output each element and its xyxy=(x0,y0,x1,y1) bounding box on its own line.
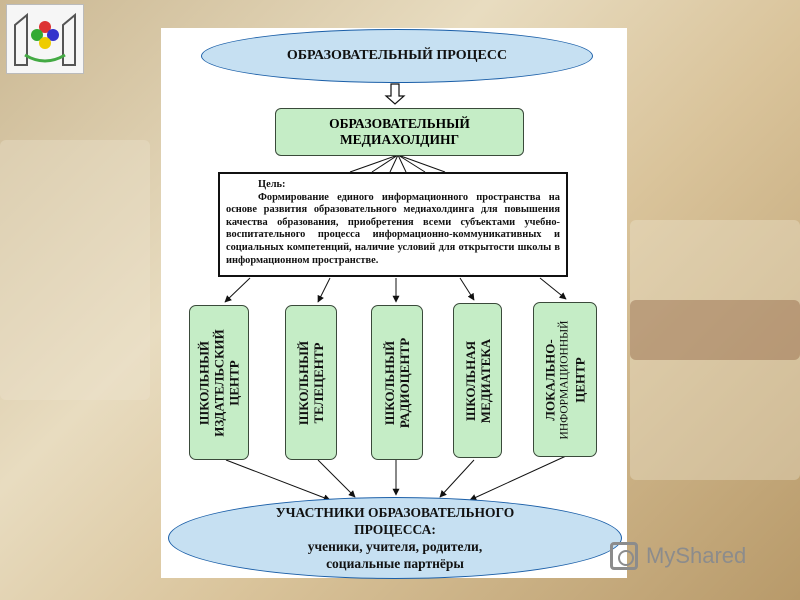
media-holding-line2: МЕДИАХОЛДИНГ xyxy=(339,132,460,147)
center-local-info-line3: ЦЕНТР xyxy=(572,356,588,403)
center-mediateka-box: ШКОЛЬНАЯ МЕДИАТЕКА xyxy=(453,303,502,458)
logo-emblem-icon xyxy=(14,12,76,66)
center-local-info-line1: ЛОКАЛЬНО- xyxy=(542,338,558,421)
goal-label: Цель: xyxy=(258,179,286,190)
center-publishing-line2: ИЗДАТЕЛЬСКИЙ xyxy=(211,328,227,437)
center-tv-line1: ШКОЛЬНЫЙ xyxy=(296,340,311,425)
media-holding-line1: ОБРАЗОВАТЕЛЬНЫЙ xyxy=(329,116,470,131)
background-building-right xyxy=(630,220,800,480)
center-publishing-line1: ШКОЛЬНЫЙ xyxy=(196,340,212,425)
goal-fan-lines xyxy=(349,154,446,173)
participants-line2: ПРОЦЕССА: xyxy=(354,522,436,537)
goal-to-centers-arrows xyxy=(224,277,567,303)
center-publishing-box: ШКОЛЬНЫЙ ИЗДАТЕЛЬСКИЙ ЦЕНТР xyxy=(189,305,249,460)
participants-line4: социальные партнёры xyxy=(326,556,464,571)
participants-line1: УЧАСТНИКИ ОБРАЗОВАТЕЛЬНОГО xyxy=(275,505,515,520)
goal-box: Цель: Формирование единого информационно… xyxy=(218,172,568,277)
goal-text: Формирование единого информационного про… xyxy=(226,191,560,266)
watermark-brand-text: MyShared xyxy=(646,543,747,568)
center-tv-line2: ТЕЛЕЦЕНТР xyxy=(311,341,326,424)
center-mediateka-line1: ШКОЛЬНАЯ xyxy=(462,340,478,421)
center-radio-box: ШКОЛЬНЫЙ РАДИОЦЕНТР xyxy=(371,305,423,460)
center-radio-line2: РАДИОЦЕНТР xyxy=(397,337,412,428)
center-publishing-line3: ЦЕНТР xyxy=(226,359,242,406)
media-holding-box: ОБРАЗОВАТЕЛЬНЫЙ МЕДИАХОЛДИНГ xyxy=(275,108,524,156)
centers-to-participants-arrows xyxy=(225,455,567,502)
center-radio-line1: ШКОЛЬНЫЙ xyxy=(382,340,397,425)
watermark: MyShared xyxy=(610,538,780,574)
participants-oval: УЧАСТНИКИ ОБРАЗОВАТЕЛЬНОГО ПРОЦЕССА: уче… xyxy=(168,497,622,579)
arrow-top-to-holding xyxy=(384,83,406,105)
participants-line3: ученики, учителя, родители, xyxy=(307,539,483,554)
educational-process-oval: ОБРАЗОВАТЕЛЬНЫЙ ПРОЦЕСС xyxy=(201,29,593,83)
center-tv-box: ШКОЛЬНЫЙ ТЕЛЕЦЕНТР xyxy=(285,305,337,460)
background-roof xyxy=(630,300,800,360)
watermark-logo-icon xyxy=(610,542,638,570)
center-local-info-line2: ИНФОРМАЦИОННЫЙ xyxy=(558,320,571,439)
center-local-info-box: ЛОКАЛЬНО- ИНФОРМАЦИОННЫЙ ЦЕНТР xyxy=(533,302,597,457)
school-logo xyxy=(6,4,84,74)
background-building-left xyxy=(0,140,150,400)
educational-process-label: ОБРАЗОВАТЕЛЬНЫЙ ПРОЦЕСС xyxy=(286,48,508,63)
center-mediateka-line2: МЕДИАТЕКА xyxy=(477,338,493,423)
